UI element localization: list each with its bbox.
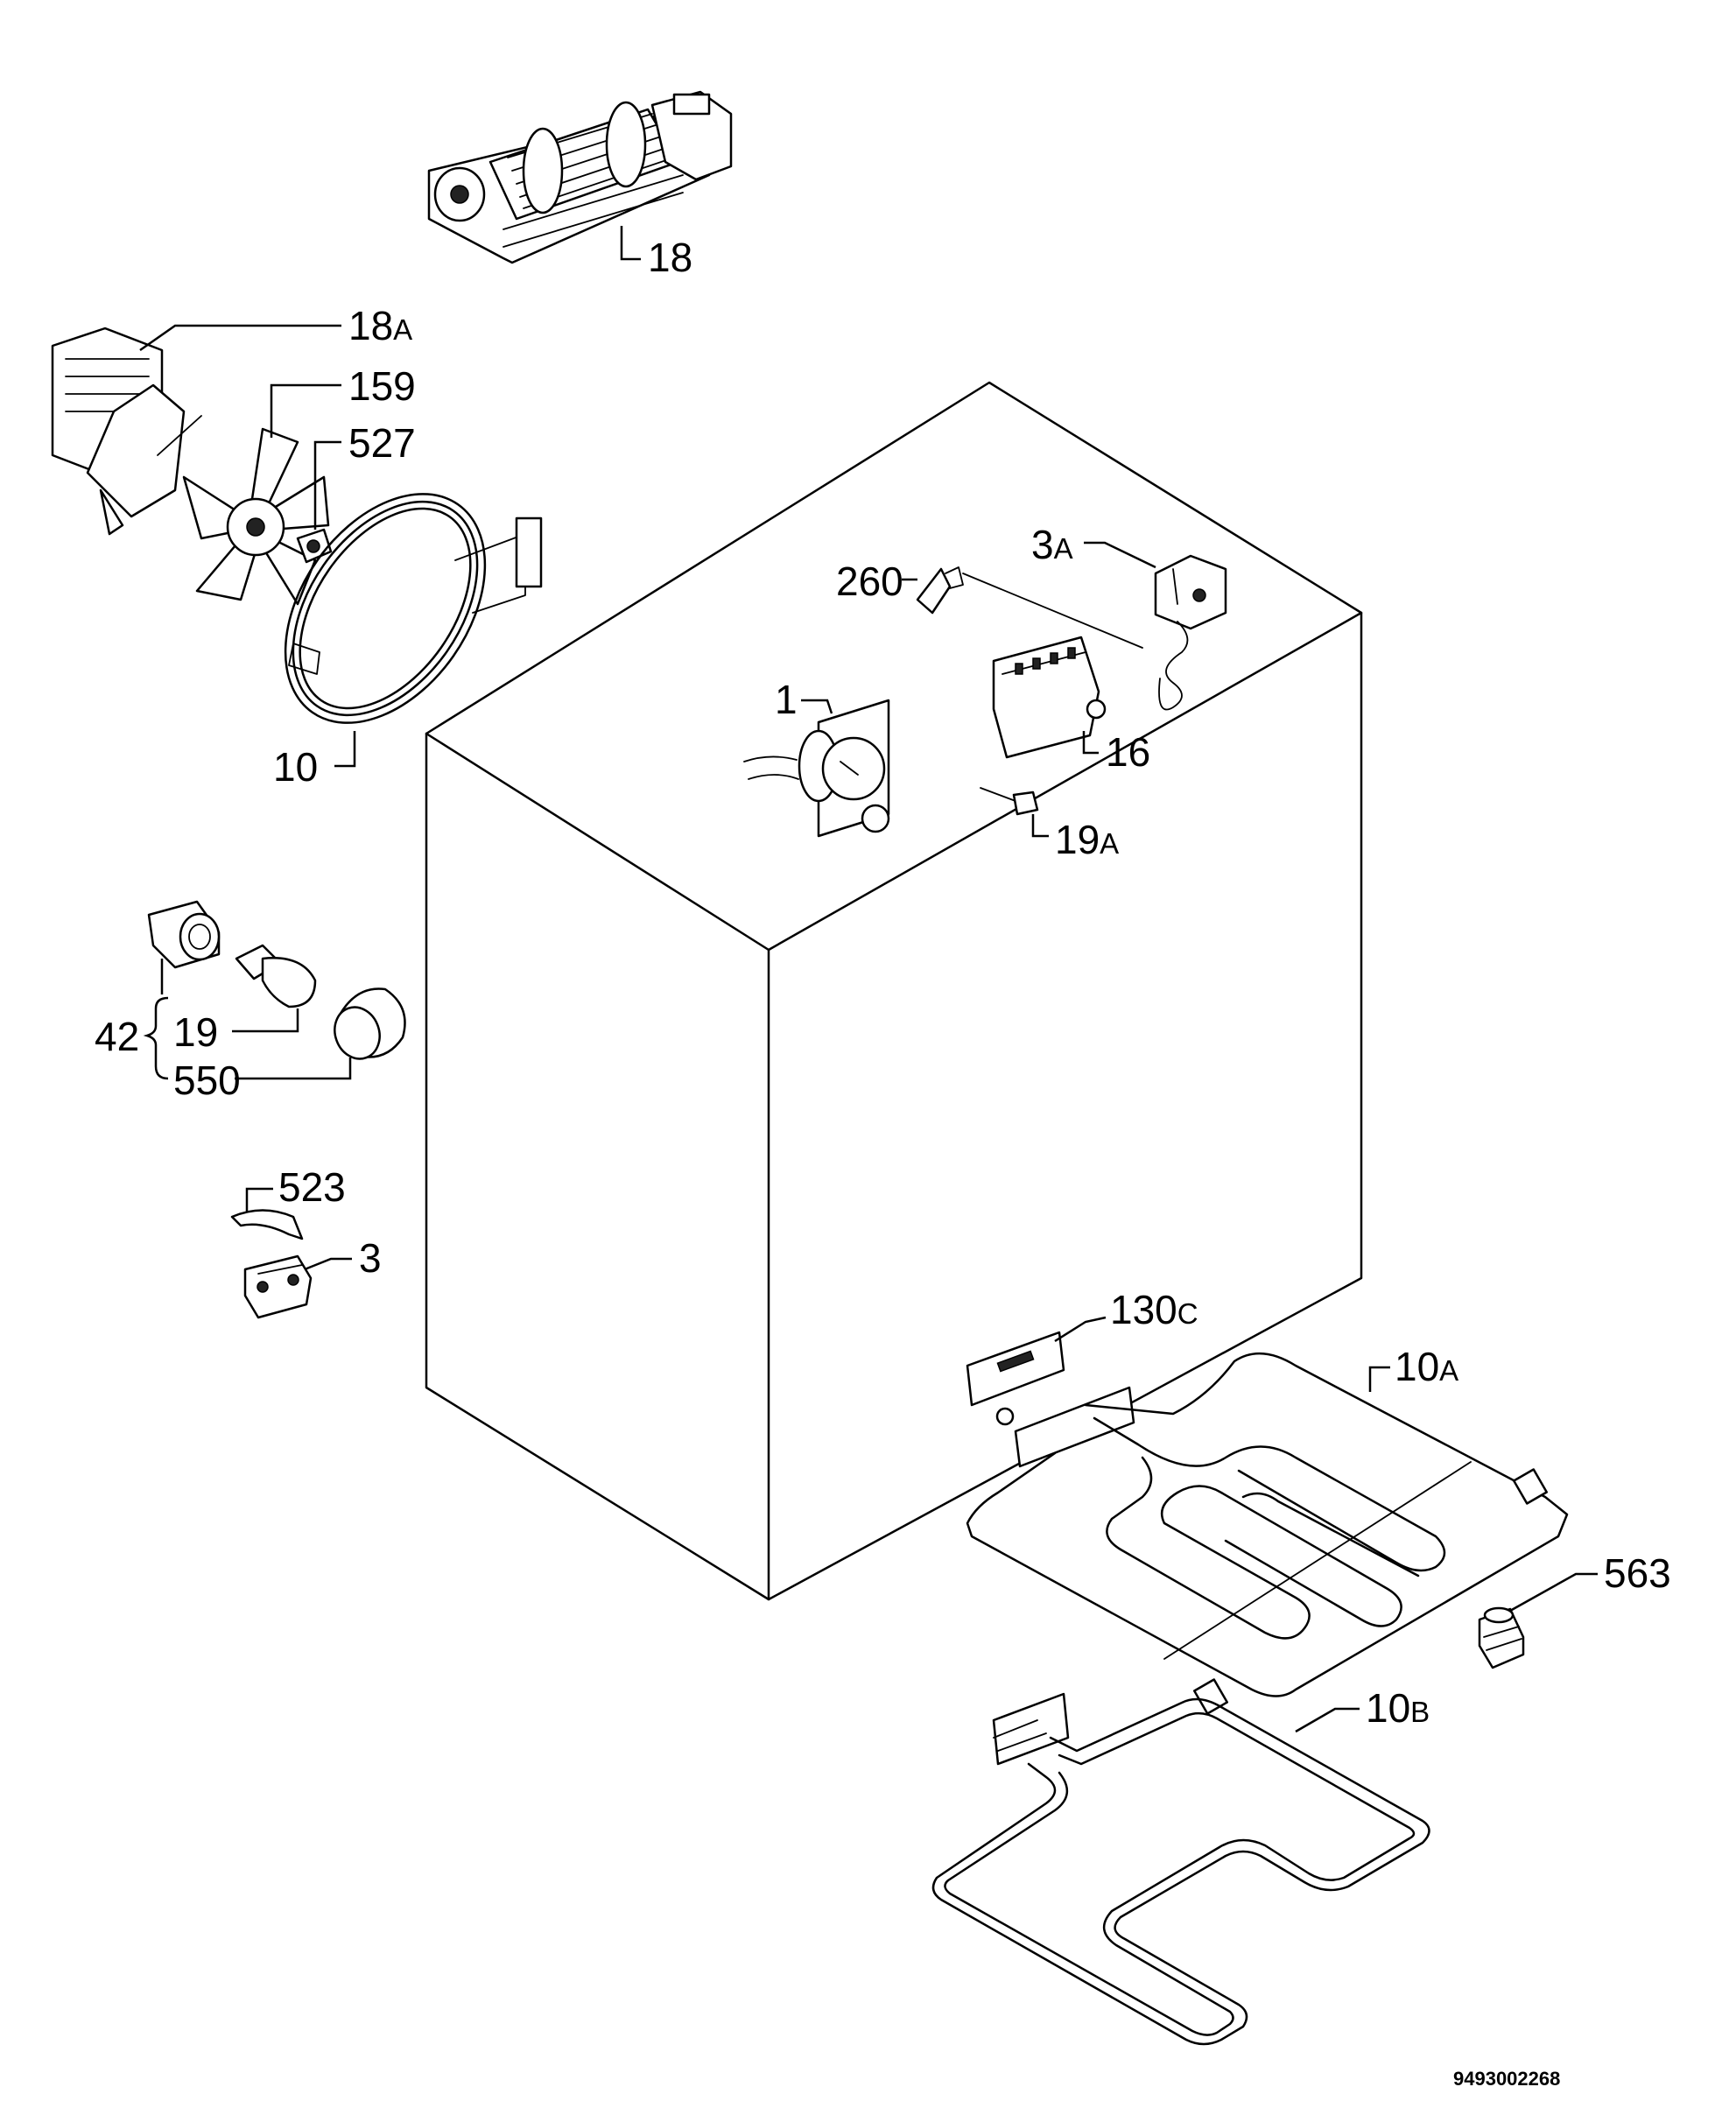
part-159-fan-blade[interactable] [182, 427, 330, 606]
oven-cabinet [425, 381, 1363, 1601]
label-523: 523 [245, 1164, 346, 1212]
label-3: 3 [304, 1235, 382, 1281]
label-10a: 10A [1368, 1344, 1458, 1392]
part-42-lamp-holder[interactable] [147, 900, 221, 969]
svg-text:550: 550 [173, 1058, 241, 1103]
svg-text:130C: 130C [1110, 1287, 1198, 1332]
part-260-connector[interactable] [916, 566, 964, 615]
label-10b: 10B [1295, 1685, 1430, 1733]
part-1-timer[interactable] [743, 699, 890, 838]
label-18: 18 [620, 226, 692, 280]
label-1: 1 [775, 677, 833, 722]
label-18a: 18A [139, 303, 412, 352]
label-10: 10 [273, 731, 356, 790]
part-10a-grill-element[interactable] [966, 1352, 1569, 1715]
label-159: 159 [270, 363, 416, 438]
label-19a: 19A [1031, 814, 1119, 862]
svg-text:159: 159 [348, 363, 416, 409]
svg-text:42: 42 [95, 1014, 139, 1059]
part-523-clip[interactable] [230, 1209, 304, 1240]
part-130c-terminal-plate[interactable] [966, 1331, 1135, 1468]
part-10-circular-element[interactable] [244, 457, 543, 761]
svg-text:3A: 3A [1031, 522, 1073, 567]
svg-text:523: 523 [278, 1164, 346, 1210]
svg-text:10B: 10B [1366, 1685, 1430, 1731]
svg-text:527: 527 [348, 420, 416, 466]
label-527: 527 [313, 420, 416, 530]
part-563-foot[interactable] [1478, 1606, 1525, 1669]
svg-text:10: 10 [273, 744, 318, 790]
part-19a-indicator-lamp[interactable] [980, 787, 1039, 816]
svg-text:10A: 10A [1395, 1344, 1458, 1389]
part-18-tangential-fan[interactable] [427, 90, 733, 264]
svg-text:19A: 19A [1055, 817, 1119, 862]
part-3a-thermostat[interactable] [962, 554, 1227, 711]
drawing-code: 9493002268 [1453, 2068, 1560, 2090]
svg-text:3: 3 [359, 1235, 382, 1281]
label-3a: 3A [1031, 522, 1156, 569]
part-3-safety-thermostat[interactable] [243, 1254, 313, 1319]
svg-text:16: 16 [1106, 729, 1150, 775]
label-42-group: 42 19 550 [95, 959, 352, 1103]
svg-text:260: 260 [836, 559, 903, 604]
part-16-selector-switch[interactable] [992, 636, 1107, 759]
label-563: 563 [1509, 1550, 1671, 1613]
part-10b-bottom-element[interactable] [931, 1692, 1430, 2046]
label-130c: 130C [1054, 1287, 1198, 1343]
part-550-lamp-cover[interactable] [327, 987, 406, 1065]
svg-text:19: 19 [173, 1009, 218, 1055]
label-260: 260 [836, 559, 917, 604]
part-18a-fan-motor[interactable] [51, 327, 202, 536]
svg-text:1: 1 [775, 677, 798, 722]
svg-text:563: 563 [1604, 1550, 1671, 1596]
svg-text:18A: 18A [348, 303, 412, 348]
label-16: 16 [1082, 729, 1150, 775]
svg-text:18: 18 [648, 235, 692, 280]
part-19-lamp-bulb[interactable] [235, 944, 317, 1008]
